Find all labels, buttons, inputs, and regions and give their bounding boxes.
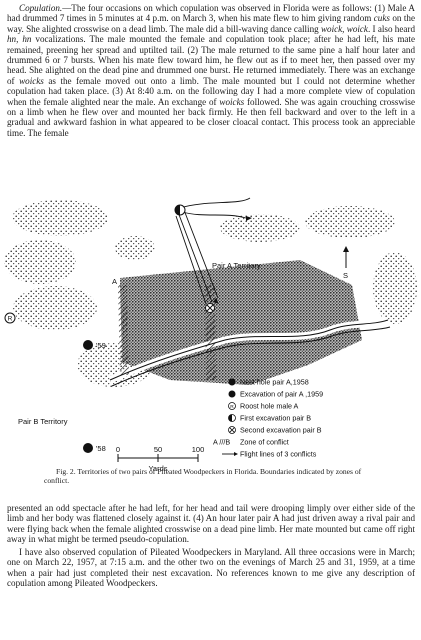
legend-item: First excavation pair B (240, 414, 311, 423)
svg-text:R: R (230, 404, 234, 410)
svg-text:Yards: Yards (148, 464, 167, 473)
legend-item: Roost hole male A (240, 402, 299, 411)
forest-block (120, 260, 362, 385)
nest-1959-marker (83, 340, 93, 350)
map-label-r: R (8, 316, 13, 323)
stipple-area (13, 286, 97, 330)
map-label-58: '58 (96, 444, 106, 453)
svg-text:50: 50 (154, 445, 162, 454)
paragraph-copulation-florida: Copulation.—The four occasions on which … (7, 3, 415, 138)
legend-item: Zone of conflict (240, 438, 289, 447)
paragraph-maryland: I have also observed copulation of Pilea… (7, 547, 415, 589)
svg-text:100: 100 (192, 445, 205, 454)
zone-of-conflict (118, 285, 129, 375)
legend-zone-symbol: A ///B (213, 438, 230, 447)
svg-text:0: 0 (116, 445, 120, 454)
map-label-59: '59 (96, 341, 106, 350)
legend-item: Excavation of pair A ,1959 (240, 390, 323, 399)
section-heading: Copulation. (19, 3, 63, 13)
stipple-area (373, 252, 417, 324)
stipple-area (4, 240, 76, 284)
paragraph-continuation: presented an odd spectacle after he had … (7, 503, 415, 545)
flight-line (179, 197, 251, 219)
legend-item: Second excavation pair B (240, 426, 322, 435)
legend-item: Flight lines of 3 conflicts (240, 450, 317, 459)
stipple-area (12, 200, 108, 236)
stipple-area (115, 236, 155, 260)
stipple-area (220, 214, 300, 242)
flight-line (175, 209, 219, 305)
territory-map-figure: R '59 '58 Pair A Territory Pair B Territ… (4, 197, 417, 473)
pair-b-territory-label: Pair B Territory (18, 417, 68, 426)
figure-legend: Nest hole pair A,1958 Excavation of pair… (213, 378, 323, 459)
map-label-a: A (112, 277, 117, 286)
nest-1958-marker (83, 443, 93, 453)
north-label: S (343, 271, 348, 280)
legend-item: Nest hole pair A,1958 (240, 378, 309, 387)
pair-a-territory-label: Pair A Territory (212, 261, 261, 270)
roost-hole-marker (4, 312, 16, 324)
stipple-area (305, 206, 395, 238)
scale-bar: 0 50 100 Yards (116, 445, 204, 473)
figure-caption: Fig. 2. Territories of two pairs of Pile… (44, 467, 362, 485)
